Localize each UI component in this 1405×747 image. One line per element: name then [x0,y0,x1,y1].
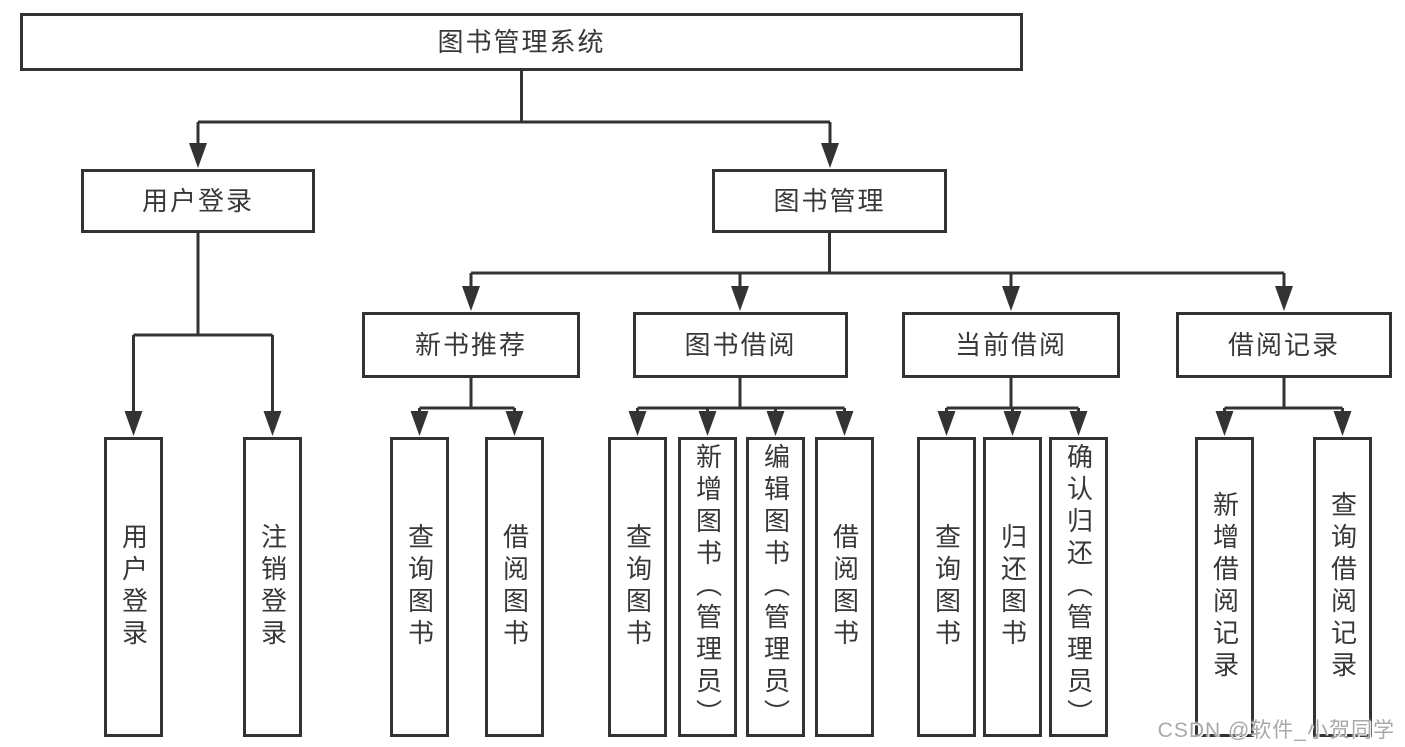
leaf-return-books: 归还图书 [983,437,1042,737]
node-book-management: 图书管理 [712,169,947,233]
leaf-query-books-current: 查询图书 [917,437,976,737]
leaf-add-book-admin: 新增图书（管理员） [678,437,737,737]
node-borrow-records: 借阅记录 [1176,312,1392,378]
arrowhead-icons [124,143,1352,436]
leaf-edit-book-admin: 编辑图书（管理员） [746,437,805,737]
node-library-system: 图书管理系统 [20,13,1023,71]
leaf-query-books-borrowing: 查询图书 [608,437,667,737]
leaf-borrow-books: 借阅图书 [815,437,874,737]
leaf-logout: 注销登录 [243,437,302,737]
node-new-book-recommend: 新书推荐 [362,312,580,378]
leaf-borrow-books-recommend: 借阅图书 [485,437,544,737]
leaf-query-books-recommend: 查询图书 [390,437,449,737]
leaf-confirm-return-admin: 确认归还（管理员） [1049,437,1108,737]
leaf-add-borrow-record: 新增借阅记录 [1195,437,1254,737]
watermark: CSDN @软件_小贺同学 [1157,719,1395,742]
node-current-borrowing: 当前借阅 [902,312,1120,378]
node-user-login: 用户登录 [81,169,315,233]
leaf-query-borrow-record: 查询借阅记录 [1313,437,1372,737]
node-book-borrowing: 图书借阅 [633,312,848,378]
leaf-user-login: 用户登录 [104,437,163,737]
